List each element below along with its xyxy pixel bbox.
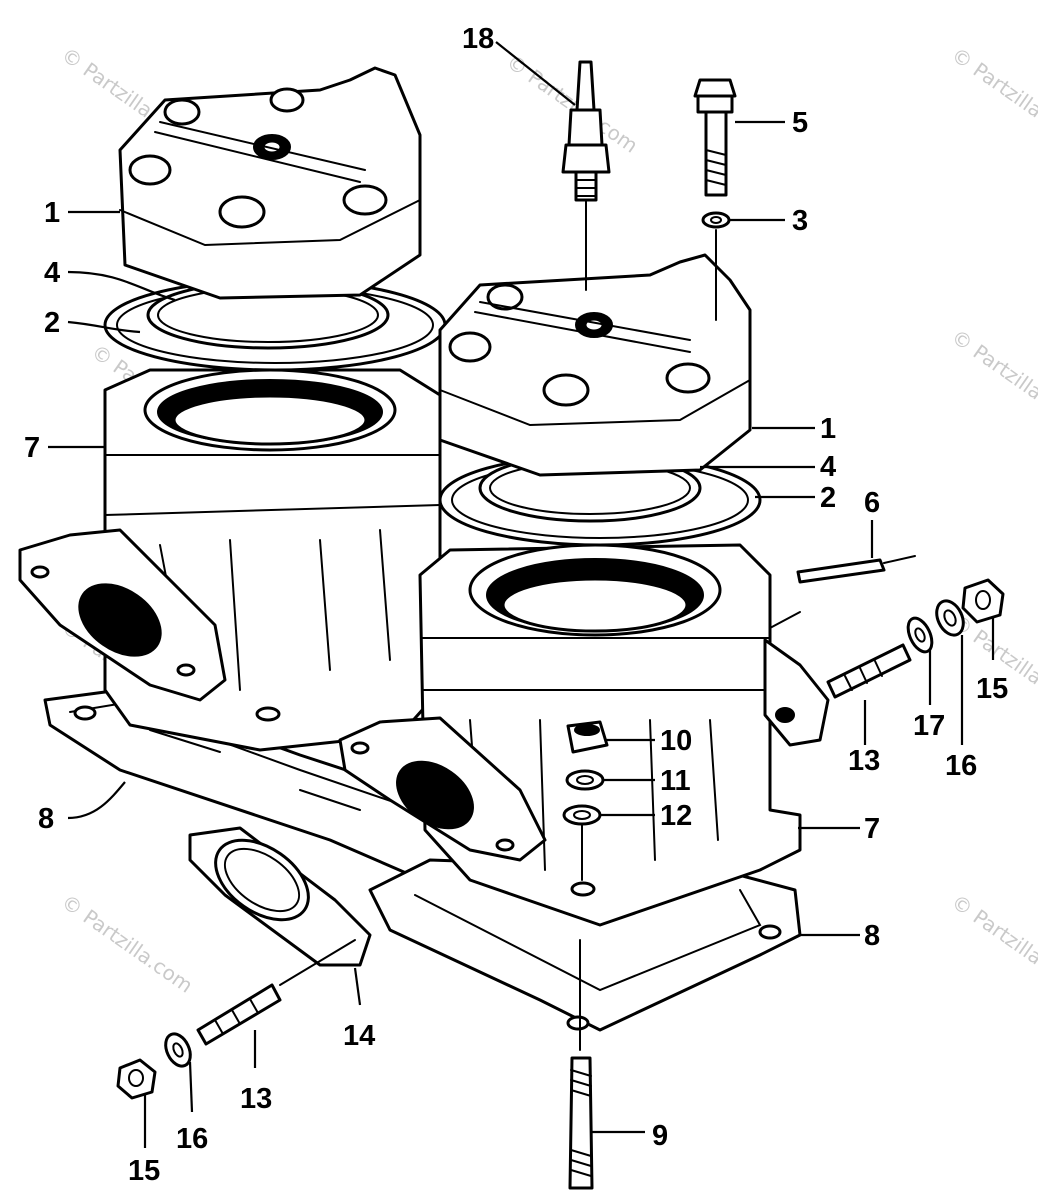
callout-5: 5: [792, 107, 808, 139]
spark-plug: [561, 60, 611, 291]
callout-12: 12: [660, 800, 692, 832]
fitting-plug: [566, 720, 609, 754]
callout-1-left: 1: [44, 197, 60, 229]
callout-14: 14: [343, 1020, 375, 1052]
callout-1-right: 1: [820, 413, 836, 445]
left-lock-washer: [164, 1032, 192, 1068]
callout-13-left: 13: [240, 1083, 272, 1115]
callout-2-left: 2: [44, 307, 60, 339]
left-exhaust-flange: [18, 528, 227, 702]
callout-16-right: 16: [945, 750, 977, 782]
locating-pin: [769, 555, 916, 629]
callout-7-right: 7: [864, 813, 880, 845]
watermark-text: © Partzilla.com: [57, 889, 197, 997]
left-exhaust-stud: [196, 939, 356, 1046]
watermark-text: © Partzilla.com: [947, 889, 1038, 997]
fitting-gasket: [562, 804, 602, 881]
callout-17: 17: [913, 710, 945, 742]
callout-7-left: 7: [24, 432, 40, 464]
callout-10: 10: [660, 725, 692, 757]
right-cylinder-head: [438, 253, 752, 477]
callout-8-right: 8: [864, 920, 880, 952]
callout-16-left: 16: [176, 1123, 208, 1155]
bolt-washer: [701, 211, 731, 229]
right-lock-washer: [935, 599, 965, 637]
base-stud: [568, 939, 594, 1190]
right-exhaust-flange: [338, 716, 547, 862]
callout-2-right: 2: [820, 482, 836, 514]
left-cylinder: [103, 368, 442, 752]
callout-3: 3: [792, 205, 808, 237]
callout-labels: 1 4 2 7 8 18 5 3 1 4 2 6 10 11 12 7 8 13…: [24, 23, 1008, 1187]
callout-15-right: 15: [976, 673, 1008, 705]
callout-15-left: 15: [128, 1155, 160, 1187]
right-cylinder: [418, 543, 830, 927]
left-nut: [116, 1058, 157, 1100]
intake-gasket: [188, 826, 372, 967]
fitting-washer: [565, 769, 605, 791]
callout-13-right: 13: [848, 745, 880, 777]
callout-6: 6: [864, 487, 880, 519]
left-head-gaskets: [103, 278, 447, 372]
callout-9: 9: [652, 1120, 668, 1152]
callout-18: 18: [462, 23, 494, 55]
right-exhaust-stud: [826, 643, 912, 699]
head-bolt: [693, 78, 737, 321]
callout-11: 11: [660, 765, 691, 797]
leader-lines: [48, 41, 995, 1148]
callout-8-left: 8: [38, 803, 54, 835]
callout-4-right: 4: [820, 451, 836, 483]
callout-4-left: 4: [44, 257, 60, 289]
right-nut: [961, 578, 1005, 624]
right-flat-washer: [906, 616, 934, 654]
left-cylinder-head: [118, 66, 422, 300]
watermark-text: © Partzilla.com: [947, 42, 1038, 150]
watermark-text: © Partzilla.com: [947, 324, 1038, 432]
